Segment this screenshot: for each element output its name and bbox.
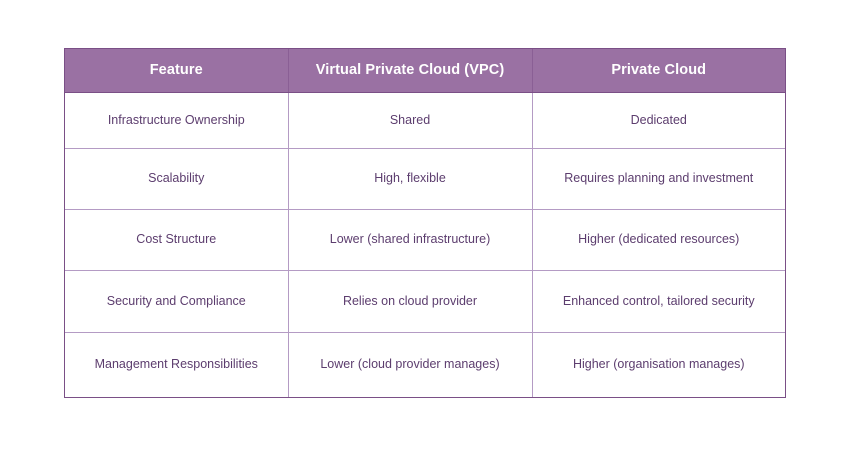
cell-private-cloud: Enhanced control, tailored security [532, 270, 785, 333]
comparison-table-container: Feature Virtual Private Cloud (VPC) Priv… [64, 48, 786, 398]
cell-private-cloud: Requires planning and investment [532, 148, 785, 210]
column-header-virtual-private-cloud: Virtual Private Cloud (VPC) [288, 49, 533, 93]
column-header-private-cloud: Private Cloud [532, 49, 785, 93]
table-header-row: Feature Virtual Private Cloud (VPC) Priv… [65, 49, 785, 93]
cell-private-cloud: Higher (organisation manages) [532, 332, 785, 397]
table-row: Scalability High, flexible Requires plan… [65, 148, 785, 210]
cell-private-cloud: Dedicated [532, 92, 785, 149]
table-header: Feature Virtual Private Cloud (VPC) Priv… [65, 49, 785, 93]
cell-vpc: Shared [288, 92, 533, 149]
column-header-feature: Feature [65, 49, 289, 93]
cell-feature: Management Responsibilities [65, 332, 289, 397]
comparison-table: Feature Virtual Private Cloud (VPC) Priv… [65, 49, 785, 397]
cell-feature: Scalability [65, 148, 289, 210]
table-row: Infrastructure Ownership Shared Dedicate… [65, 92, 785, 149]
cell-feature: Infrastructure Ownership [65, 92, 289, 149]
cell-vpc: Lower (cloud provider manages) [288, 332, 533, 397]
table-row: Cost Structure Lower (shared infrastruct… [65, 209, 785, 271]
cell-private-cloud: Higher (dedicated resources) [532, 209, 785, 271]
table-row: Security and Compliance Relies on cloud … [65, 270, 785, 333]
cell-feature: Cost Structure [65, 209, 289, 271]
table-row: Management Responsibilities Lower (cloud… [65, 332, 785, 397]
cell-feature: Security and Compliance [65, 270, 289, 333]
table-body: Infrastructure Ownership Shared Dedicate… [65, 92, 785, 397]
cell-vpc: High, flexible [288, 148, 533, 210]
cell-vpc: Lower (shared infrastructure) [288, 209, 533, 271]
cell-vpc: Relies on cloud provider [288, 270, 533, 333]
